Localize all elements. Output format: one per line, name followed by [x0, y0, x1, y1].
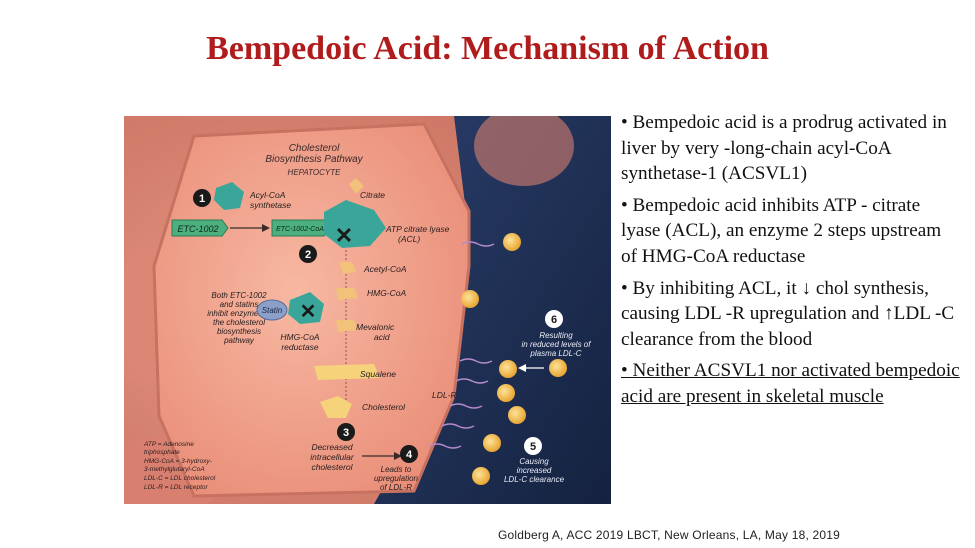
- acl-label-1: ATP citrate lyase: [385, 224, 450, 234]
- citation: Goldberg A, ACC 2019 LBCT, New Orleans, …: [498, 528, 841, 542]
- citrate-shape: [349, 178, 364, 194]
- step-5-number: 5: [530, 441, 536, 453]
- acyl-coa-label-2: synthetase: [250, 200, 291, 210]
- step-3-badge: [337, 423, 355, 441]
- bullet-prodrug: • Bempedoic acid is a prodrug activated …: [621, 112, 947, 185]
- both-label-3: inhibit enzymes in: [207, 309, 271, 318]
- bullet-ldl-clearance: • By inhibiting ACL, it ↓ chol synthesis…: [621, 277, 955, 350]
- ldl-particle: [472, 467, 490, 485]
- citrate-label: Citrate: [360, 190, 385, 200]
- resulting-label-3: plasma LDL-C: [529, 349, 581, 358]
- both-label-1: Both ETC-1002: [211, 291, 267, 300]
- resulting-label-2: in reduced levels of: [522, 340, 592, 349]
- acetyl-coa-label: Acetyl-CoA: [363, 264, 407, 274]
- decreased-label-1: Decreased: [311, 442, 352, 452]
- hmg-inhibition-x: ✕: [300, 301, 317, 323]
- causing-label-3: LDL-C clearance: [504, 475, 565, 484]
- legend-line3: HMG-CoA = 3-hydroxy-: [144, 458, 213, 465]
- ldlr-label: LDL-R: [432, 390, 457, 400]
- acyl-coa-enzyme-shape: [214, 182, 244, 210]
- both-label-5: biosynthesis: [217, 327, 261, 336]
- squalene-shape: [314, 364, 380, 380]
- acl-inhibition-x: ✕: [335, 223, 353, 248]
- both-label-6: pathway: [223, 336, 255, 345]
- step-4-badge: [400, 445, 418, 463]
- mechanism-diagram: Cholesterol Biosynthesis Pathway HEPATOC…: [124, 116, 611, 504]
- step-6-number: 6: [551, 314, 557, 326]
- statin-shape: [256, 299, 288, 321]
- leads-label-1: Leads to: [381, 465, 412, 474]
- step-4-number: 4: [406, 449, 413, 461]
- legend-line4: 3-methylglutaryl-CoA: [144, 466, 205, 473]
- etc1002-coa-label: ETC-1002-CoA: [276, 226, 324, 233]
- leads-label-3: of LDL-R: [380, 483, 412, 492]
- causing-label-2: increased: [517, 466, 552, 475]
- step-2-number: 2: [305, 249, 311, 261]
- hmg-coa-label: HMG-CoA: [367, 288, 407, 298]
- statin-label: Statin: [262, 306, 283, 315]
- step-6-badge: [545, 310, 563, 328]
- bullet-list: • Bempedoic acid is a prodrug activated …: [621, 110, 961, 416]
- mevalonic-shape: [336, 320, 358, 332]
- hmg-coa-shape: [336, 288, 358, 300]
- hmg-reductase-label-1: HMG-CoA: [280, 332, 320, 342]
- acyl-coa-label-1: Acyl-CoA: [249, 190, 286, 200]
- ldl-particle: [549, 359, 567, 377]
- hepatocyte-label: HEPATOCYTE: [288, 168, 342, 177]
- legend-line6: LDL-R = LDL receptor: [144, 484, 208, 491]
- acl-enzyme-shape: [324, 200, 386, 248]
- step-1-number: 1: [199, 193, 205, 205]
- bullet-acl-inhibition: • Bempedoic acid inhibits ATP - citrate …: [621, 194, 942, 267]
- legend-line5: LDL-C = LDL cholesterol: [144, 475, 216, 482]
- acl-label-2: (ACL): [398, 234, 420, 244]
- slide-title: Bempedoic Acid: Mechanism of Action: [206, 30, 769, 67]
- resulting-label-1: Resulting: [539, 331, 573, 340]
- acetyl-coa-shape: [339, 262, 356, 274]
- step-5-badge: [524, 437, 542, 455]
- ldl-particle: [503, 233, 521, 251]
- header-line2: Biosynthesis Pathway: [265, 154, 363, 165]
- hmg-reductase-shape: [288, 292, 324, 324]
- squalene-label: Squalene: [360, 369, 396, 379]
- step-3-number: 3: [343, 427, 349, 439]
- hmg-reductase-label-2: reductase: [281, 342, 319, 352]
- step-1-badge: [193, 189, 211, 207]
- etc1002-label: ETC-1002: [177, 224, 218, 234]
- ldl-particle: [499, 360, 517, 378]
- bullet-skeletal-muscle: • Neither ACSVL1 nor activated bempedoic…: [621, 360, 960, 407]
- legend-line2: triphosphate: [144, 449, 180, 456]
- mevalonic-label-1: Mevalonic: [356, 322, 395, 332]
- legend-line1: ATP = Adenosine: [143, 441, 194, 448]
- cholesterol-shape: [320, 396, 352, 418]
- ldl-particle: [497, 384, 515, 402]
- ldl-particle: [508, 406, 526, 424]
- ldl-particle: [461, 290, 479, 308]
- both-label-2: and statins: [220, 300, 259, 309]
- header-line1: Cholesterol: [289, 143, 340, 154]
- ldl-particle: [483, 434, 501, 452]
- leads-label-2: upregulation: [374, 474, 419, 483]
- mevalonic-label-2: acid: [374, 332, 390, 342]
- etc1002-tag: [171, 219, 229, 237]
- decreased-label-3: cholesterol: [311, 462, 353, 472]
- cholesterol-label: Cholesterol: [362, 402, 406, 412]
- decreased-label-2: intracellular: [310, 452, 355, 462]
- ldl-receptors: [428, 241, 495, 449]
- causing-label-1: Causing: [519, 457, 549, 466]
- step-2-badge: [299, 245, 317, 263]
- both-label-4: the cholesterol: [213, 318, 265, 327]
